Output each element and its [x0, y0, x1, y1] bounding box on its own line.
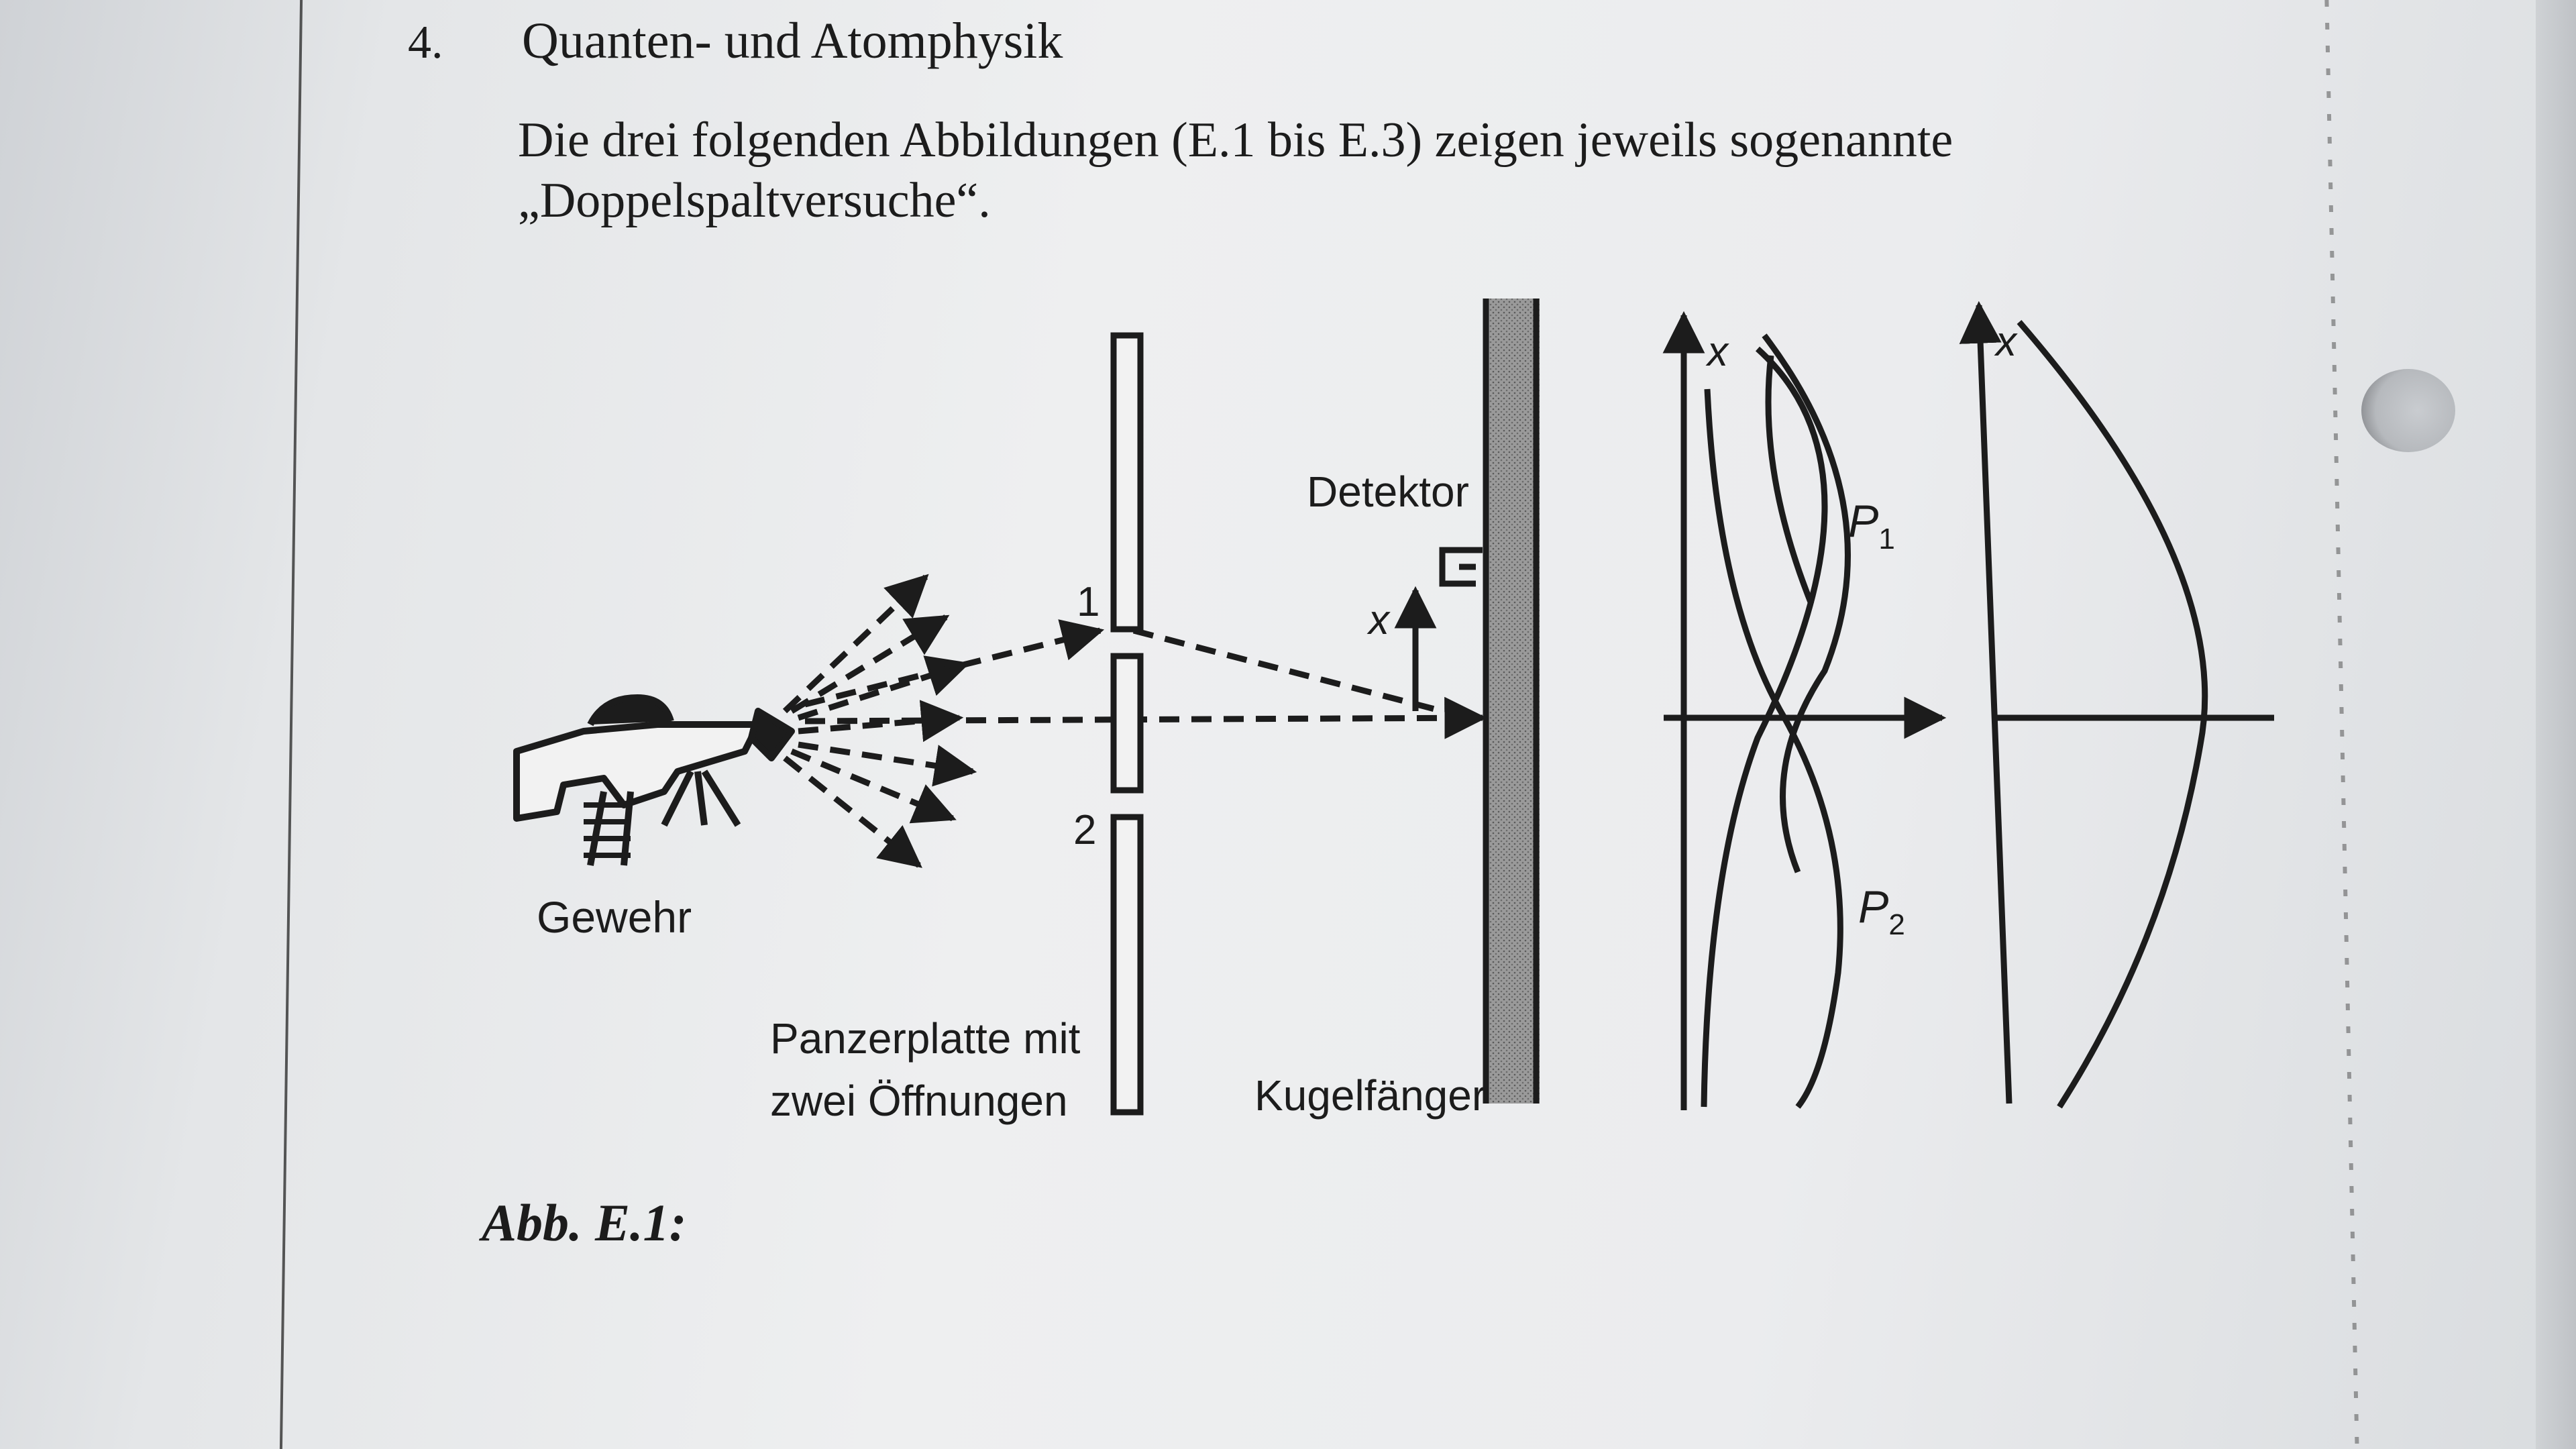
punch-hole	[2361, 369, 2455, 452]
page-edge	[2536, 0, 2576, 1449]
detector-icon	[1394, 547, 1483, 711]
section-title: Quanten- und Atomphysik	[522, 13, 1063, 69]
svg-text:P1: P1	[1848, 496, 1895, 555]
armour-plate	[1110, 332, 1144, 1116]
catcher-label: Kugelfänger	[1254, 1071, 1486, 1120]
graph1-x-label: x	[1705, 329, 1729, 375]
detector-label: Detektor	[1307, 468, 1469, 516]
intro-paragraph: Die drei folgenden Abbildungen (E.1 bis …	[518, 110, 2195, 231]
probability-graph-individual	[1662, 311, 1947, 1110]
intro-line-2: „Doppelspaltversuche“.	[518, 173, 991, 228]
detector-x-label: x	[1366, 597, 1391, 643]
bullet-catcher	[1483, 299, 1540, 1104]
gun-label: Gewehr	[537, 892, 692, 942]
slit-2-label: 2	[1073, 807, 1096, 853]
figure-caption: Abb. E.1:	[482, 1193, 687, 1252]
graph2-x-label: x	[1994, 319, 2018, 365]
plate-label-line2: zwei Öffnungen	[770, 1077, 1068, 1125]
svg-text:P2: P2	[1858, 881, 1905, 941]
gun-icon	[513, 694, 795, 866]
probability-graph-combined	[1959, 301, 2274, 1109]
p2-label: P2	[1858, 881, 1905, 941]
plate-label-line1: Panzerplatte mit	[770, 1014, 1081, 1063]
slit-1-label: 1	[1077, 579, 1099, 625]
p1-label: P1	[1848, 496, 1895, 555]
section-number: 4.	[408, 17, 443, 68]
intro-line-1: Die drei folgenden Abbildungen (E.1 bis …	[518, 113, 1953, 168]
bullet-spray	[782, 574, 1487, 868]
